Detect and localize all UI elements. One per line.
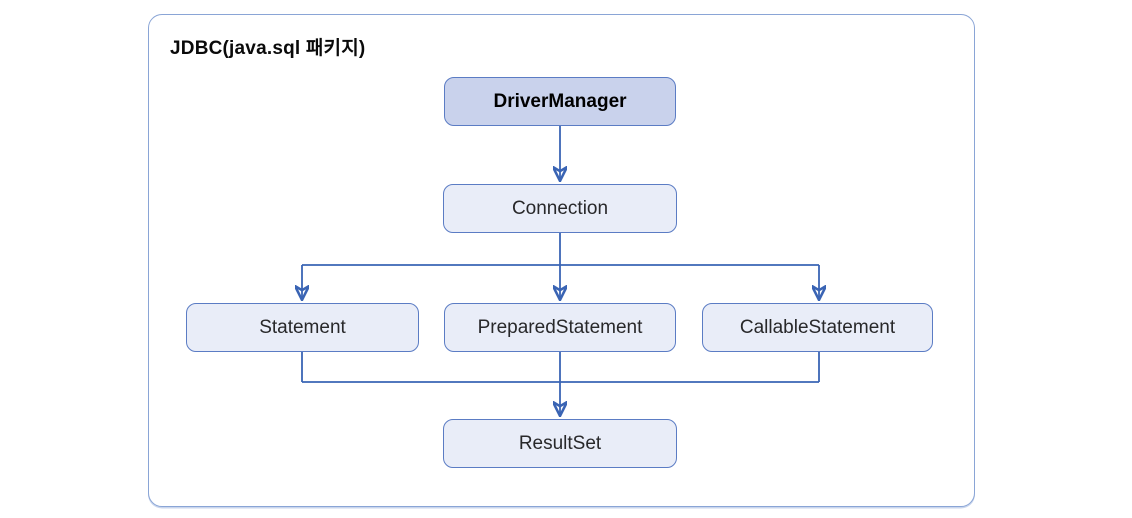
node-preparedstatement: PreparedStatement xyxy=(444,303,676,352)
node-connection: Connection xyxy=(443,184,677,233)
node-callablestatement: CallableStatement xyxy=(702,303,933,352)
node-resultset: ResultSet xyxy=(443,419,677,468)
node-statement: Statement xyxy=(186,303,419,352)
node-drivermanager: DriverManager xyxy=(444,77,676,126)
diagram-title: JDBC(java.sql 패키지) xyxy=(170,38,366,59)
